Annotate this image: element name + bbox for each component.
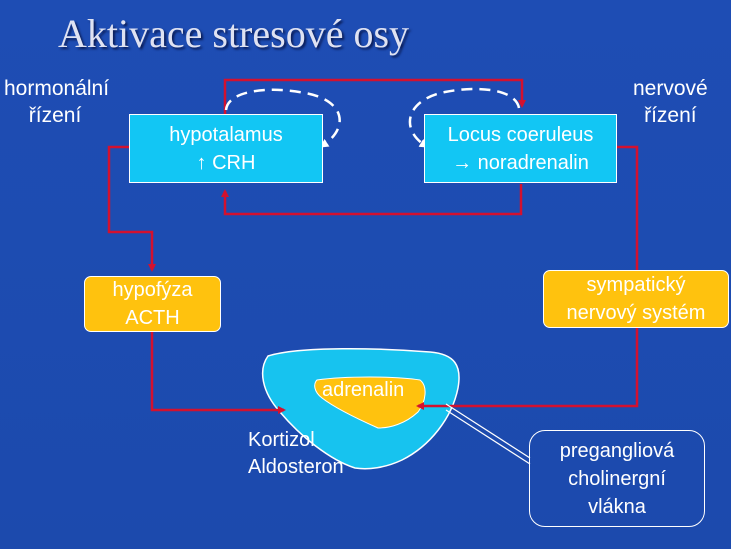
pituitary-label: hypofýza <box>112 279 193 301</box>
nervous-control-label: nervové řízení <box>633 75 708 129</box>
sympathetic-label-line2: nervový systém <box>566 302 706 324</box>
callout-line2: cholinergní <box>568 467 666 490</box>
cortex-hormones-label: Kortizol Aldosteron <box>248 427 344 481</box>
callout-pointer-lines <box>445 403 531 465</box>
aldosterone-label: Aldosteron <box>248 456 344 478</box>
callout-line3: vlákna <box>588 495 646 518</box>
sympathetic-nervous-system-box: sympatický nervový systém <box>543 270 729 328</box>
hypothalamus-to-pituitary-arrow <box>107 145 156 272</box>
sympathetic-label-line1: sympatický <box>586 274 686 296</box>
bottom-connector-arrow <box>221 184 523 216</box>
locus-coeruleus-box: Locus coeruleus → noradrenalin <box>424 114 617 183</box>
hormonal-control-label-line1: hormonální <box>4 77 110 100</box>
crh-label: ↑ CRH <box>196 151 256 174</box>
nervous-control-label-line1: nervové <box>633 77 708 100</box>
nervous-control-label-line2: řízení <box>644 104 697 127</box>
hypothalamus-feedback-loop <box>224 88 341 148</box>
noradrenalin-label: → noradrenalin <box>452 151 589 174</box>
sympathetic-to-adrenal-arrow <box>416 328 639 410</box>
page-title: Aktivace stresové osy <box>58 11 410 56</box>
acth-label: ACTH <box>125 307 180 329</box>
cortisol-label: Kortizol <box>248 429 315 451</box>
hormonal-control-label: hormonální řízení <box>4 75 109 129</box>
hypothalamus-label: hypotalamus <box>169 123 283 146</box>
top-connector-arrow <box>223 78 526 115</box>
pituitary-box: hypofýza ACTH <box>84 276 221 332</box>
callout-line1: pregangliová <box>559 439 675 462</box>
hypothalamus-box: hypotalamus ↑ CRH <box>129 114 323 183</box>
hormonal-control-label-line2: řízení <box>28 104 82 127</box>
locus-feedback-loop <box>408 87 521 148</box>
pituitary-to-adrenal-arrow <box>150 332 286 414</box>
locus-to-sympathetic-line <box>617 145 639 270</box>
adrenal-medulla-shape <box>314 376 426 429</box>
adrenalin-label: adrenalin <box>322 379 405 401</box>
preganglionic-fibers-callout: pregangliová cholinergní vlákna <box>529 430 705 527</box>
locus-coeruleus-label: Locus coeruleus <box>447 123 594 146</box>
